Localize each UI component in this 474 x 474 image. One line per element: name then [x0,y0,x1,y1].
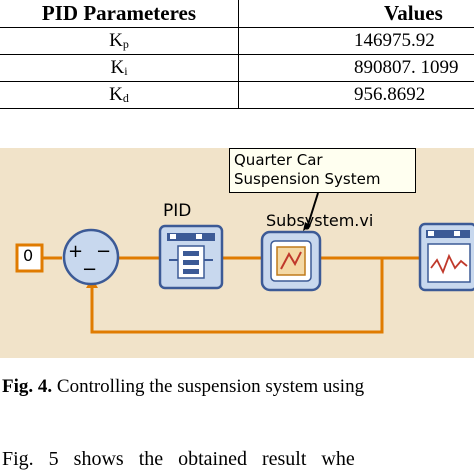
value-cell: 146975.92 [238,27,474,55]
header-pid-parameters: PID Parameteres [0,0,239,28]
tooltip-line-2: Suspension System [234,170,381,188]
value-cell: 956.8692 [238,81,474,109]
subsystem-block[interactable] [260,230,322,292]
constant-value: 0 [23,246,34,265]
tooltip-pointer [306,192,319,229]
param-cell: Kp [0,27,239,55]
sum-minus-sign: − [96,241,112,262]
wire-feedback [90,258,384,334]
table-row: Ki 890807. 1099 [0,54,474,82]
pid-label: PID [163,201,192,221]
tooltip: Quarter Car Suspension System [229,148,416,193]
sum-plus-sign: + [68,241,84,262]
caption-label: Fig. 4. [2,376,53,397]
diagram-canvas [15,192,474,334]
tooltip-pointer-arrow-icon [303,222,311,231]
summing-junction[interactable] [62,228,120,286]
value-cell: 890807. 1099 [238,54,474,82]
waveform-chart-block[interactable] [418,222,474,292]
figure-caption: Fig. 4. Controlling the suspension syste… [2,376,364,398]
param-cell: Ki [0,54,239,82]
table-row: Kd 956.8692 [0,81,474,109]
caption-text: Controlling the suspension system using [52,376,365,397]
pid-block[interactable] [158,224,224,290]
subsystem-label: Subsystem.vi [266,211,374,230]
param-cell: Kd [0,81,239,109]
tooltip-line-1: Quarter Car [234,151,323,169]
body-paragraph: Fig. 5 shows the obtained result whe [2,448,355,470]
wires [42,256,420,334]
pid-parameters-table: PID Parameteres Values Kp 146975.92 Ki 8… [0,0,474,109]
block-diagram: 0 + − − PID Subsystem.vi Quarter Car Sus… [0,148,474,358]
table-row: Kp 146975.92 [0,27,474,55]
sum-minus-sign-bottom: − [82,259,98,280]
constant-block[interactable] [15,243,44,273]
table-header-row: PID Parameteres Values [0,0,474,28]
header-values: Values [238,0,474,28]
